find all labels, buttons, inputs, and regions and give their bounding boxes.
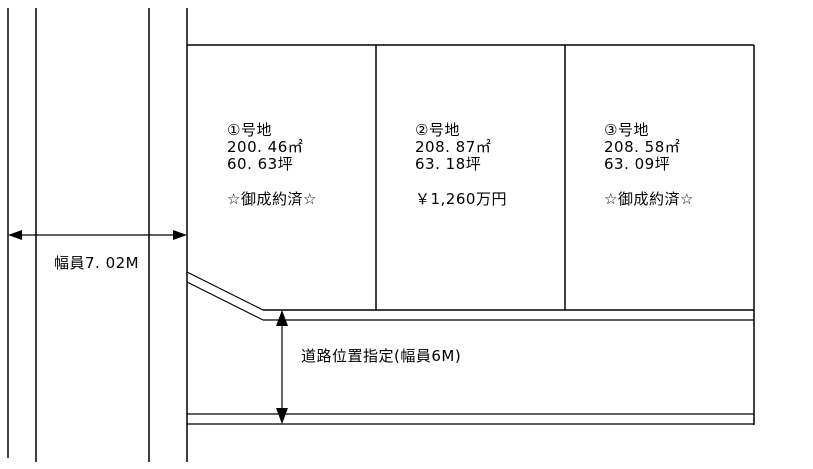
lot-1-number: ①号地 (227, 121, 272, 139)
lot-3-area-sqm: 208. 58㎡ (604, 138, 681, 156)
private-road-lines (186, 271, 754, 425)
lot-1-area-tsubo: 60. 63坪 (227, 155, 294, 173)
lot-boundaries (187, 44, 755, 425)
private-road-label: 道路位置指定(幅員6M) (301, 347, 462, 365)
lot-1-status: ☆御成約済☆ (227, 190, 317, 208)
lot-1-area-sqm: 200. 46㎡ (227, 138, 304, 156)
lot-3-number: ③号地 (604, 121, 649, 139)
lot-3-status: ☆御成約済☆ (604, 190, 694, 208)
lot-3-area-tsubo: 63. 09坪 (604, 155, 671, 173)
front-road-width-dimension (8, 230, 187, 240)
lot-2-area-tsubo: 63. 18坪 (415, 155, 482, 173)
lot-2-number: ②号地 (415, 121, 460, 139)
private-road-width-dimension (276, 310, 288, 424)
lot-2-info: ②号地 208. 87㎡ 63. 18坪 ￥1,260万円 (415, 122, 507, 208)
lot-2-price: ￥1,260万円 (415, 190, 507, 208)
lot-1-info: ①号地 200. 46㎡ 60. 63坪 ☆御成約済☆ (227, 122, 317, 208)
front-road-width-label: 幅員7. 02M (54, 254, 140, 272)
lot-3-info: ③号地 208. 58㎡ 63. 09坪 ☆御成約済☆ (604, 122, 694, 208)
lot-2-area-sqm: 208. 87㎡ (415, 138, 492, 156)
